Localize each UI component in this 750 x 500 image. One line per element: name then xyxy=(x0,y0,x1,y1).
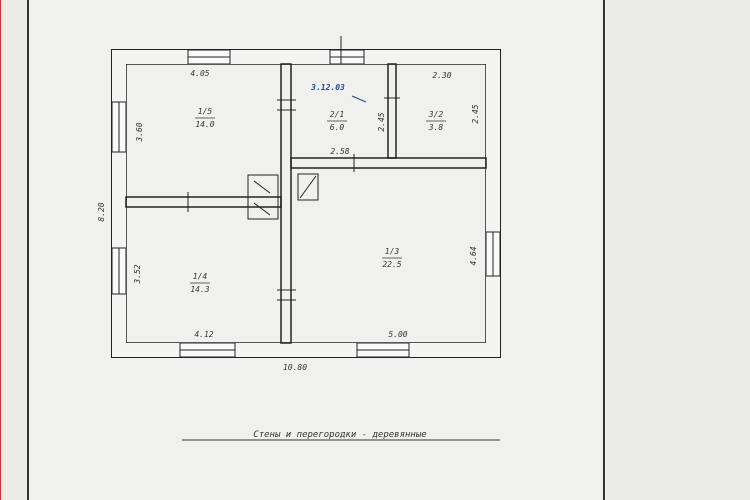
dim-room2-height: 3.52 xyxy=(133,264,142,284)
room-label-r3-area: 3.8 xyxy=(428,123,444,132)
doors xyxy=(187,36,400,301)
windows xyxy=(111,49,501,358)
dim-top-right-height: 2.45 xyxy=(471,104,480,123)
room-label-r5-area: 22.5 xyxy=(382,260,401,269)
room-label-r4-num: 1/4 xyxy=(193,272,208,281)
appliance xyxy=(297,173,319,201)
dim-room1-height: 3.60 xyxy=(135,122,144,142)
dim-middle-width: 2.58 xyxy=(330,147,349,156)
dim-top-right-width: 2.30 xyxy=(432,71,451,80)
room-label-r2-area: 6.0 xyxy=(330,123,345,132)
room-labels: 1/5 14.0 2/1 6.0 3/2 3.8 1/4 14.3 1/3 22.5 xyxy=(190,107,446,294)
room-label-r5-num: 1/3 xyxy=(385,247,400,256)
dim-top-width: 4.05 xyxy=(190,69,209,78)
room-label-r3-num: 3/2 xyxy=(428,110,444,119)
room-label-r2-num: 2/1 xyxy=(330,110,344,119)
dim-left-height: 8.20 xyxy=(97,202,106,221)
room-label-r1-area: 14.0 xyxy=(195,120,214,129)
dim-bottom-right: 5.00 xyxy=(388,330,407,339)
room-label-r4-area: 14.3 xyxy=(190,285,209,294)
stamp-mark xyxy=(351,95,367,103)
dim-right-height: 4.64 xyxy=(469,246,478,265)
dim-bottom-left: 4.12 xyxy=(194,330,213,339)
dim-top-mid-height: 2.45 xyxy=(377,112,386,131)
room-label-r1-num: 1/5 xyxy=(198,107,213,116)
date-stamp: 3.12.03 xyxy=(310,83,345,92)
dim-bottom-total: 10.80 xyxy=(283,363,307,372)
interior-walls xyxy=(125,63,487,344)
stove xyxy=(247,174,279,220)
walls-caption: Стены и перегородки - деревянные xyxy=(253,430,426,440)
